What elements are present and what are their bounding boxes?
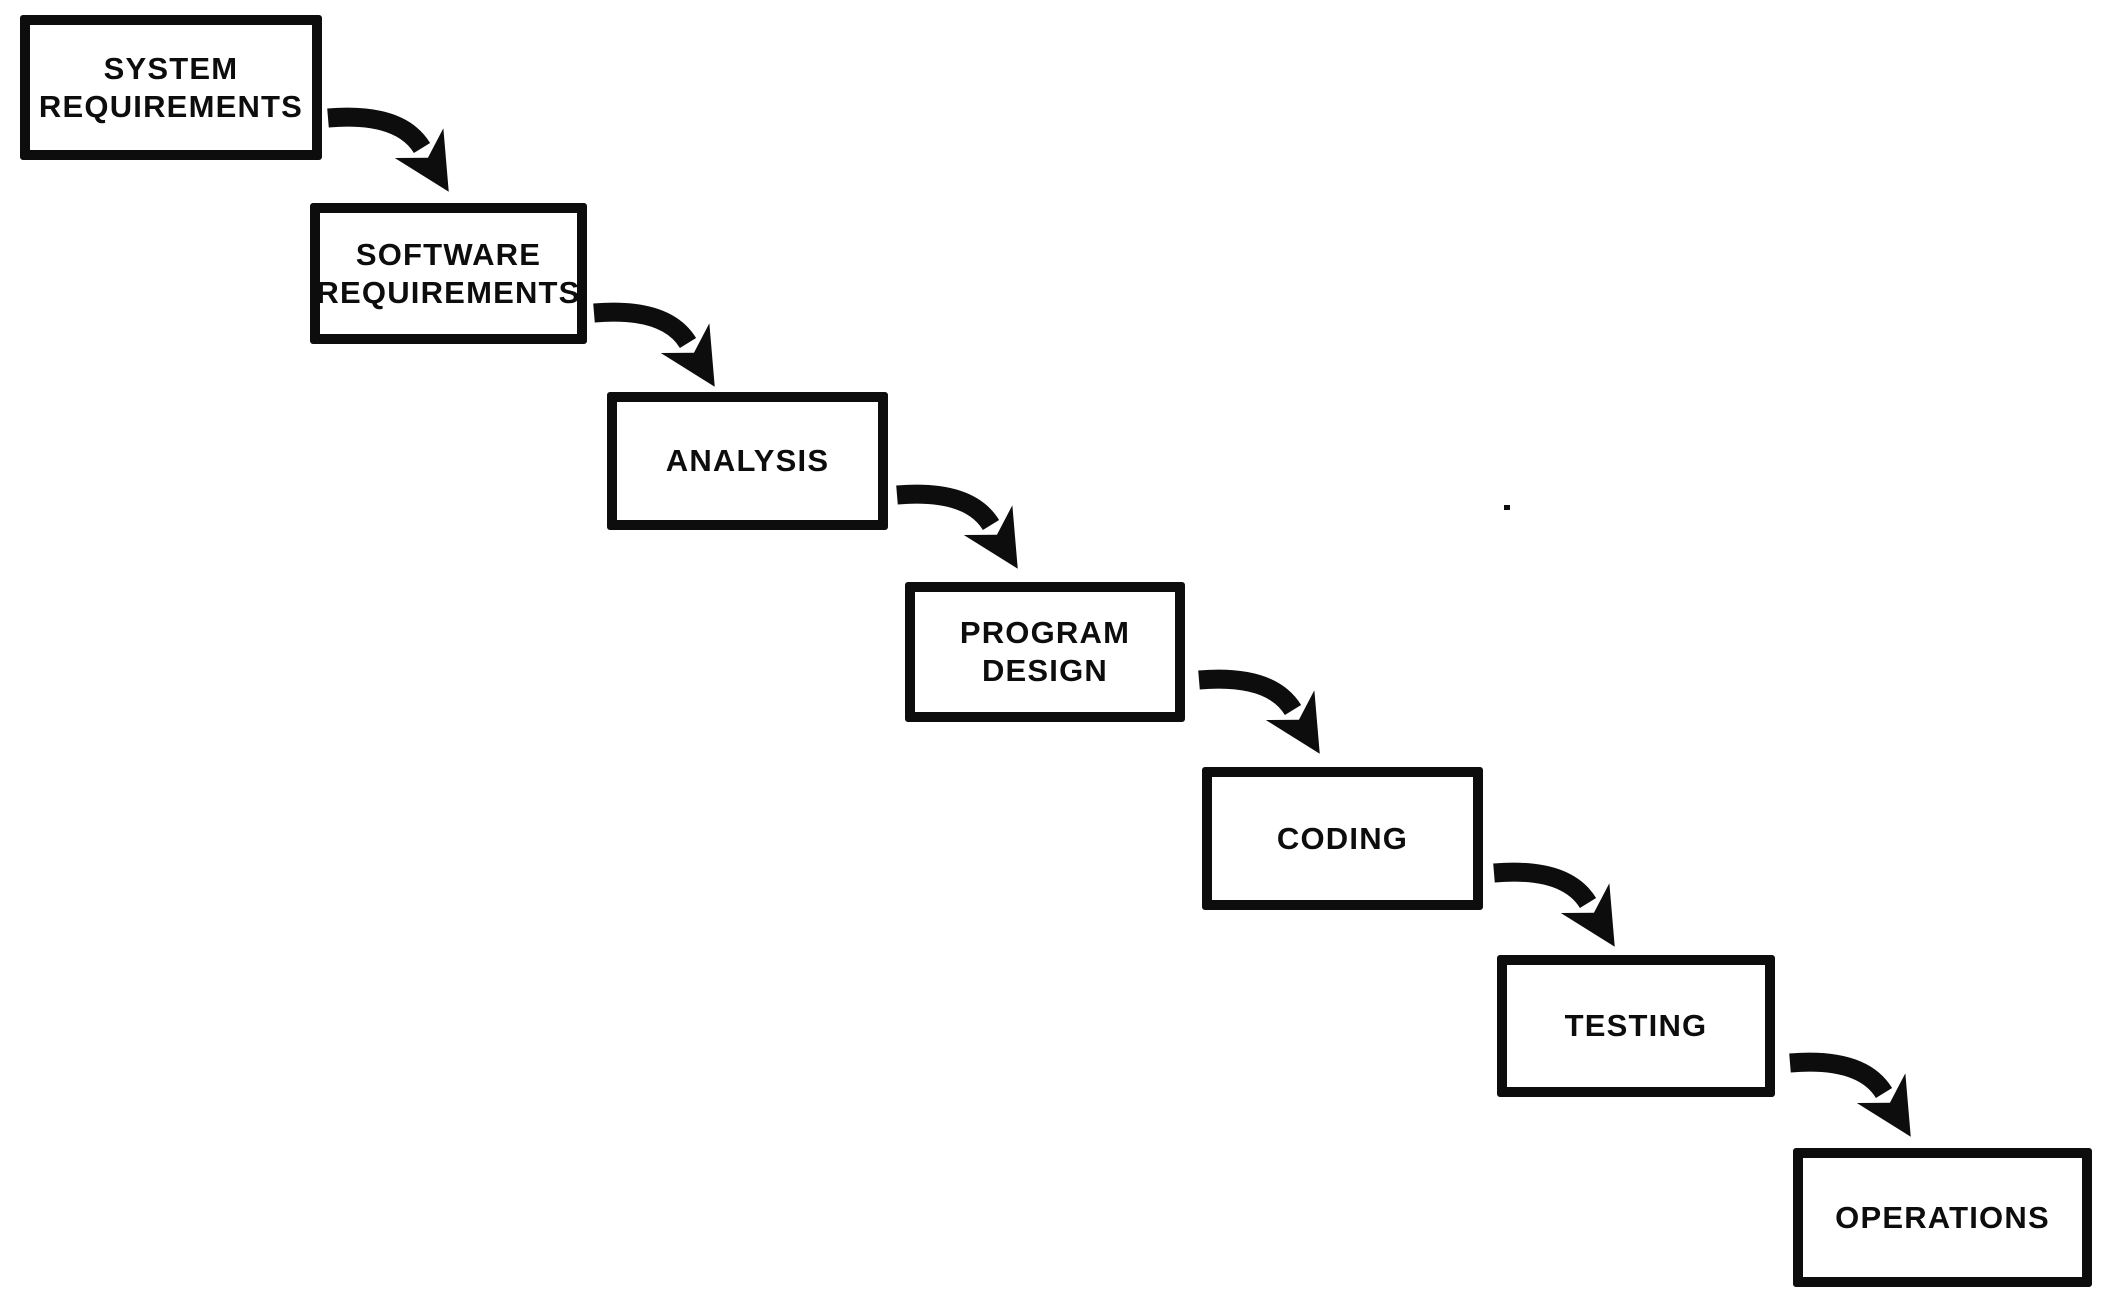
- node-program-design: PROGRAM DESIGN: [905, 582, 1185, 722]
- flow-arrow-1: [327, 107, 449, 192]
- flow-arrow-2: [593, 302, 715, 387]
- flow-arrow-3: [896, 484, 1018, 569]
- flow-arrow-6: [1789, 1052, 1911, 1137]
- node-label-line: PROGRAM: [959, 615, 1131, 651]
- node-label-line: SYSTEM: [103, 50, 239, 86]
- node-label-line: CODING: [1276, 820, 1409, 856]
- node-label-line: ANALYSIS: [665, 443, 830, 479]
- node-label-line: REQUIREMENTS: [316, 274, 581, 310]
- node-label-line: OPERATIONS: [1835, 1199, 2050, 1235]
- node-testing: TESTING: [1497, 955, 1775, 1097]
- node-label-line: DESIGN: [981, 653, 1109, 688]
- node-coding: CODING: [1202, 767, 1483, 910]
- scan-speck: [1504, 505, 1510, 510]
- flow-arrow-5: [1493, 862, 1615, 947]
- node-operations: OPERATIONS: [1793, 1148, 2092, 1287]
- node-label-line: REQUIREMENTS: [38, 88, 304, 124]
- node-system-requirements: SYSTEM REQUIREMENTS: [20, 15, 322, 160]
- node-analysis: ANALYSIS: [607, 392, 888, 530]
- node-label-line: TESTING: [1564, 1008, 1708, 1044]
- node-label-line: SOFTWARE: [355, 236, 542, 272]
- flow-arrow-4: [1198, 669, 1320, 754]
- node-software-requirements: SOFTWARE REQUIREMENTS: [310, 203, 587, 344]
